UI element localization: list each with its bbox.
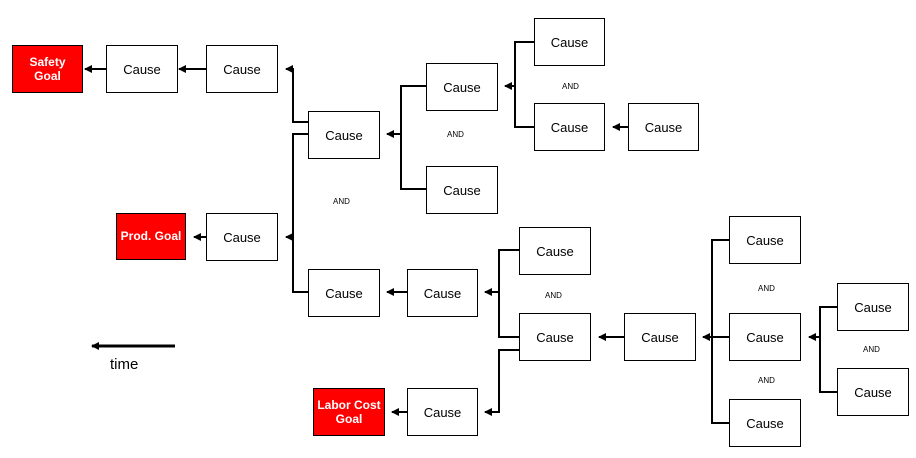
- cause-box: Cause: [106, 45, 178, 93]
- connector-c7-prod-cause: [292, 237, 308, 293]
- connector-c3-c2: [285, 65, 308, 123]
- cause-box: Cause: [206, 213, 278, 261]
- cause-box: Cause: [534, 103, 605, 151]
- and-label: AND: [333, 197, 350, 206]
- cause-box: Cause: [426, 63, 498, 111]
- cause-box: Cause: [206, 45, 278, 93]
- labor-cost-goal: Labor Cost Goal: [313, 388, 385, 436]
- and-label: AND: [758, 376, 775, 385]
- cause-box: Cause: [407, 269, 478, 317]
- connector-c12-c11: [711, 239, 729, 424]
- cause-box: Cause: [624, 313, 696, 361]
- and-label: AND: [863, 345, 880, 354]
- cause-box: Cause: [534, 18, 605, 66]
- cause-box: Cause: [729, 313, 801, 361]
- cause-box: Cause: [308, 111, 380, 159]
- connector-c10-labor-cause: [484, 349, 519, 416]
- cause-box: Cause: [426, 166, 498, 214]
- connector-c14-c13: [819, 306, 837, 393]
- cause-box: Cause: [628, 103, 699, 151]
- cause-box: Cause: [519, 227, 591, 275]
- safety-goal: Safety Goal: [12, 45, 83, 93]
- and-label: AND: [447, 130, 464, 139]
- cause-box: Cause: [729, 216, 801, 264]
- connector-c5-c4: [514, 41, 534, 128]
- cause-box: Cause: [729, 399, 801, 447]
- cause-box: Cause: [837, 283, 909, 331]
- cause-box: Cause: [308, 269, 380, 317]
- cause-box: Cause: [519, 313, 591, 361]
- and-label: AND: [758, 284, 775, 293]
- cause-box: Cause: [837, 368, 909, 416]
- and-label: AND: [545, 291, 562, 300]
- connector-c3-prod-cause: [285, 133, 308, 241]
- prod-goal: Prod. Goal: [116, 213, 186, 260]
- cause-box: Cause: [407, 388, 478, 436]
- time-label: time: [110, 356, 139, 373]
- and-label: AND: [562, 82, 579, 91]
- connector-c9-c8: [498, 249, 519, 338]
- connector-c4-c3: [400, 85, 426, 190]
